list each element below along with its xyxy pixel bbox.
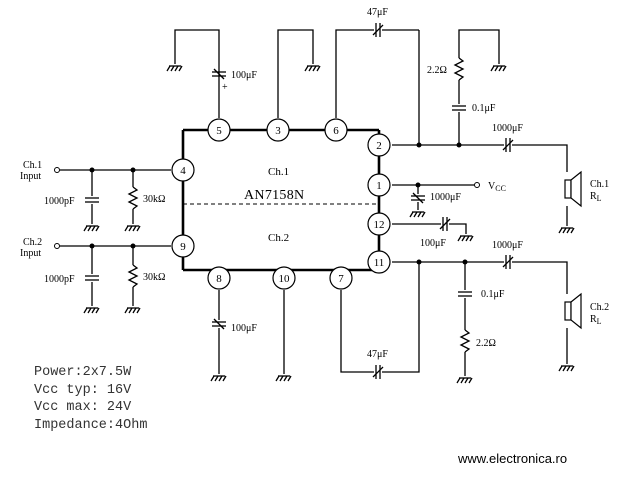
c-zobel-1-value: 0.1μF — [472, 103, 496, 114]
chip-name: AN7158N — [244, 188, 304, 203]
pin-1: 1 — [376, 180, 382, 192]
bootstrap-1-network — [335, 22, 420, 145]
input-1-sublabel: Input — [20, 171, 41, 182]
ic-channel-1-label: Ch.1 — [268, 166, 289, 178]
ic-channel-2-label: Ch.2 — [268, 232, 289, 244]
spec-vcc-typ: Vcc typ: 16V — [34, 382, 132, 398]
pin-10: 10 — [279, 273, 291, 285]
c-out-1-value: 1000μF — [492, 123, 523, 134]
c-in-2-value: 1000pF — [44, 274, 75, 285]
c-boot-2-value: 47μF — [367, 349, 388, 360]
zobel-1-network — [451, 29, 507, 145]
spec-impedance: Impedance:4Ohm — [34, 417, 148, 433]
specifications: Power:2x7.5W Vcc typ: 16V Vcc max: 24V I… — [34, 364, 147, 434]
pin-12: 12 — [374, 219, 385, 231]
pin-10-network — [275, 290, 292, 382]
pin-2: 2 — [376, 140, 382, 152]
pin-12-network — [392, 216, 474, 242]
r-zobel-1-value: 2.2Ω — [427, 65, 447, 76]
c-pin5-value: 100μF — [231, 70, 257, 81]
pin-8-network — [210, 290, 227, 382]
speaker-1-name: Ch.1 — [590, 179, 609, 190]
output-1-network — [392, 137, 582, 234]
vcc-network — [392, 182, 480, 218]
bootstrap-2-network — [340, 262, 420, 380]
spec-vcc-max: Vcc max: 24V — [34, 400, 132, 415]
c-vcc-value: 1000μF — [430, 192, 461, 203]
c-pin8-value: 100μF — [231, 323, 257, 334]
c-pin12-value: 100μF — [420, 238, 446, 249]
c-in-1-value: 1000pF — [44, 196, 75, 207]
input-1-network — [54, 167, 171, 232]
website-link[interactable]: www.electronica.ro — [458, 451, 568, 466]
plus-sign: + — [222, 82, 228, 93]
ic-pins: 5 3 6 2 4 1 12 9 11 8 10 7 — [171, 118, 391, 290]
speaker-2-name: Ch.2 — [590, 302, 609, 313]
pin-7: 7 — [338, 273, 344, 285]
c-boot-1-value: 47μF — [367, 7, 388, 18]
r-in-1-value: 30kΩ — [143, 194, 165, 205]
pin-4: 4 — [180, 165, 186, 177]
output-2-network — [392, 254, 582, 372]
zobel-2-network — [456, 262, 473, 384]
c-zobel-2-value: 0.1μF — [481, 289, 505, 300]
pin-9: 9 — [180, 241, 186, 253]
pin-6: 6 — [333, 125, 339, 137]
vcc-label: VCC — [488, 181, 506, 193]
pin-3: 3 — [275, 125, 281, 137]
speaker-2-load: RL — [590, 314, 602, 326]
r-zobel-2-value: 2.2Ω — [476, 338, 496, 349]
spec-power: Power:2x7.5W — [34, 365, 132, 380]
r-in-2-value: 30kΩ — [143, 272, 165, 283]
pin-11: 11 — [374, 257, 385, 269]
input-2-sublabel: Input — [20, 248, 41, 259]
input-2-label: Ch.2 — [23, 237, 42, 248]
pin-5: 5 — [216, 125, 222, 137]
pin-8: 8 — [216, 273, 222, 285]
input-2-network — [54, 243, 171, 314]
pin-3-network — [277, 29, 321, 118]
input-1-label: Ch.1 — [23, 160, 42, 171]
speaker-1-load: RL — [590, 191, 602, 203]
pin-5-network — [166, 29, 227, 118]
c-out-2-value: 1000μF — [492, 240, 523, 251]
